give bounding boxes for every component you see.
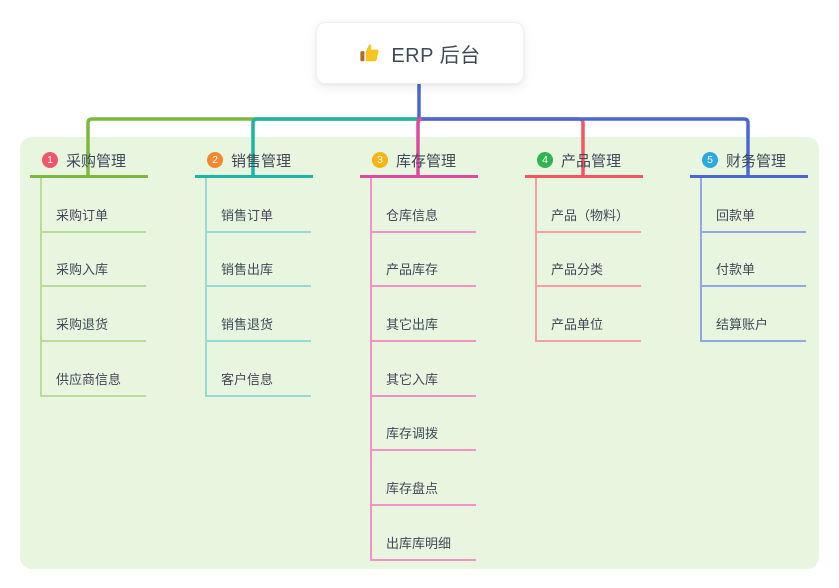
child-topic[interactable]: 产品分类 xyxy=(537,259,641,288)
child-topic[interactable]: 产品单位 xyxy=(537,314,641,343)
child-row: 付款单 xyxy=(702,233,806,288)
branch-number-badge: 2 xyxy=(207,152,223,168)
branch-column: 4 产品管理产品（物料） 产品分类产品单位 xyxy=(525,147,643,343)
root-topic[interactable]: ERP 后台 xyxy=(316,22,524,84)
child-row: 仓库信息 xyxy=(372,178,476,233)
branch-children: 销售订单销售出库销售退货客户信息 xyxy=(205,178,311,397)
child-row: 产品分类 xyxy=(537,233,641,288)
child-row: 销售订单 xyxy=(207,178,311,233)
child-topic[interactable]: 其它出库 xyxy=(372,314,476,343)
branch-number-badge: 3 xyxy=(372,152,388,168)
child-topic[interactable]: 采购订单 xyxy=(42,205,146,233)
child-row: 库存调拨 xyxy=(372,397,476,452)
child-row: 产品（物料） xyxy=(537,178,641,233)
branch-number-badge: 5 xyxy=(702,152,718,168)
branch-number-badge: 1 xyxy=(42,152,58,168)
child-row: 回款单 xyxy=(702,178,806,233)
root-title: ERP 后台 xyxy=(391,44,481,67)
child-row: 供应商信息 xyxy=(42,342,146,397)
child-topic[interactable]: 库存调拨 xyxy=(372,423,476,452)
branch-topic[interactable]: 2 销售管理 xyxy=(195,147,313,178)
child-row: 产品单位 xyxy=(537,287,641,343)
child-topic[interactable]: 其它入库 xyxy=(372,369,476,397)
thumbs-up-icon xyxy=(359,42,381,64)
branch-label: 库存管理 xyxy=(396,152,457,170)
child-row: 采购订单 xyxy=(42,178,146,233)
branch-topic[interactable]: 1 采购管理 xyxy=(30,147,148,178)
child-row: 采购入库 xyxy=(42,233,146,288)
branch-column: 1 采购管理采购订单采购入库采购退货供应商信息 xyxy=(30,147,148,397)
child-row: 销售出库 xyxy=(207,233,311,288)
child-row: 客户信息 xyxy=(207,342,311,397)
branch-column: 3 库存管理仓库信息产品库存其它出库其它入库库存调拨库存盘点出库库明细 xyxy=(360,147,478,561)
child-topic[interactable]: 仓库信息 xyxy=(372,205,476,233)
child-topic[interactable]: 销售出库 xyxy=(207,259,311,288)
child-row: 结算账户 xyxy=(702,287,806,343)
branch-label: 财务管理 xyxy=(726,152,787,170)
child-topic[interactable]: 产品（物料） xyxy=(537,205,641,233)
child-row: 产品库存 xyxy=(372,233,476,288)
branch-topic[interactable]: 5 财务管理 xyxy=(690,147,808,178)
child-row: 销售退货 xyxy=(207,287,311,343)
child-topic[interactable]: 库存盘点 xyxy=(372,478,476,507)
child-topic[interactable]: 客户信息 xyxy=(207,369,311,397)
child-topic[interactable]: 采购退货 xyxy=(42,314,146,343)
child-topic[interactable]: 采购入库 xyxy=(42,259,146,288)
branches-panel xyxy=(20,137,819,569)
child-topic[interactable]: 回款单 xyxy=(702,205,806,233)
child-topic[interactable]: 出库库明细 xyxy=(372,533,476,561)
branch-label: 产品管理 xyxy=(561,152,622,170)
child-row: 出库库明细 xyxy=(372,506,476,561)
branch-topic[interactable]: 4 产品管理 xyxy=(525,147,643,178)
branch-column: 5 财务管理回款单付款单结算账户 xyxy=(690,147,808,343)
child-row: 其它出库 xyxy=(372,287,476,343)
child-row: 采购退货 xyxy=(42,287,146,343)
branch-children: 采购订单采购入库采购退货供应商信息 xyxy=(40,178,146,397)
branch-children: 回款单付款单结算账户 xyxy=(700,178,806,343)
child-row: 其它入库 xyxy=(372,342,476,397)
branch-label: 采购管理 xyxy=(66,152,127,170)
branch-children: 仓库信息产品库存其它出库其它入库库存调拨库存盘点出库库明细 xyxy=(370,178,476,561)
branch-column: 2 销售管理销售订单销售出库销售退货客户信息 xyxy=(195,147,313,397)
child-topic[interactable]: 供应商信息 xyxy=(42,369,146,397)
child-topic[interactable]: 付款单 xyxy=(702,259,806,288)
branch-number-badge: 4 xyxy=(537,152,553,168)
branch-label: 销售管理 xyxy=(231,152,292,170)
branch-children: 产品（物料） 产品分类产品单位 xyxy=(535,178,641,343)
child-topic[interactable]: 销售退货 xyxy=(207,314,311,343)
child-topic[interactable]: 结算账户 xyxy=(702,314,806,343)
child-topic[interactable]: 产品库存 xyxy=(372,259,476,288)
child-topic[interactable]: 销售订单 xyxy=(207,205,311,233)
child-row: 库存盘点 xyxy=(372,451,476,507)
branch-topic[interactable]: 3 库存管理 xyxy=(360,147,478,178)
